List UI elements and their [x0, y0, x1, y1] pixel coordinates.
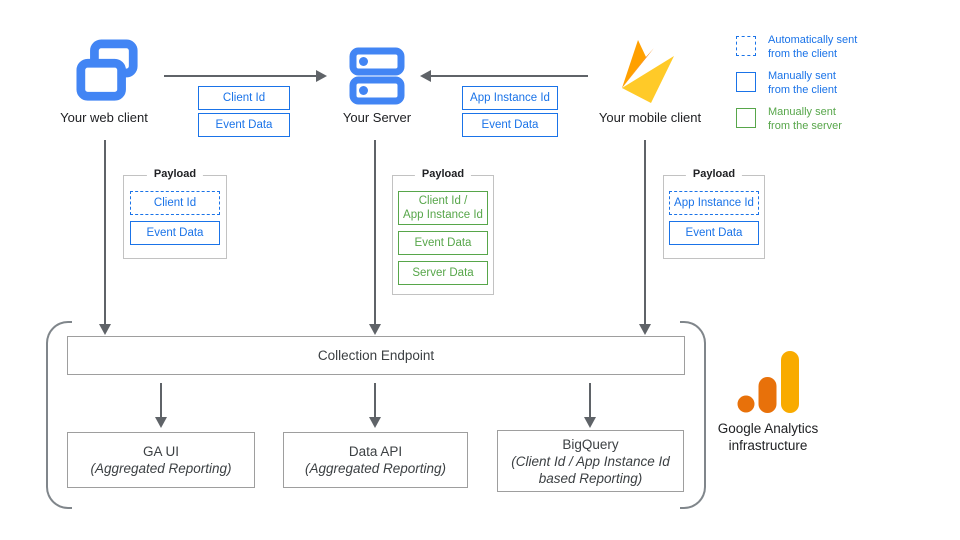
payload-chip-client-or-app-id: Client Id / App Instance Id — [398, 191, 488, 225]
payload-chip-client-id: Client Id — [130, 191, 220, 215]
payload-title-web: Payload — [146, 168, 204, 180]
payload-title-server: Payload — [414, 168, 472, 180]
bigquery-title: BigQuery — [562, 436, 619, 452]
payload-chip-server-data: Server Data — [398, 261, 488, 285]
legend-swatch-manual-server — [736, 108, 756, 128]
server-icon — [349, 47, 405, 105]
collection-endpoint-label: Collection Endpoint — [317, 348, 435, 363]
google-analytics-infrastructure-label: Google Analytics infrastructure — [717, 421, 819, 453]
data-api-title: Data API — [348, 444, 403, 459]
firebase-icon — [622, 40, 674, 103]
legend-swatch-auto-client — [736, 36, 756, 56]
legend-label-auto-client: Automatically sent from the client — [768, 34, 858, 60]
bigquery-subtitle: (Client Id / App Instance Id based Repor… — [511, 453, 670, 486]
ga-ui-title: GA UI — [142, 444, 179, 459]
data-api-box: Data API (Aggregated Reporting) — [283, 432, 468, 488]
data-api-subtitle: (Aggregated Reporting) — [304, 461, 447, 476]
flow-chip-event-data-2: Event Data — [462, 113, 558, 137]
payload-chip-event-data: Event Data — [130, 221, 220, 245]
mobile-client-label: Your mobile client — [598, 110, 702, 125]
flow-chip-event-data: Event Data — [198, 113, 290, 137]
payload-chip-app-instance-id: App Instance Id — [669, 191, 759, 215]
payload-chip-event-data-mobile: Event Data — [669, 221, 759, 245]
web-client-icon — [76, 39, 138, 101]
collection-endpoint-box: Collection Endpoint — [67, 336, 685, 375]
payload-group-server: Payload Client Id / App Instance Id Even… — [392, 168, 494, 295]
legend-swatch-manual-client — [736, 72, 756, 92]
google-analytics-icon — [737, 351, 799, 413]
ga-ui-box: GA UI (Aggregated Reporting) — [67, 432, 255, 488]
server-label: Your Server — [342, 110, 412, 125]
payload-chip-event-data-server: Event Data — [398, 231, 488, 255]
flow-chip-client-id: Client Id — [198, 86, 290, 110]
legend-label-manual-server: Manually sent from the server — [768, 106, 842, 132]
ga-ui-subtitle: (Aggregated Reporting) — [90, 461, 232, 476]
bigquery-box: BigQuery (Client Id / App Instance Id ba… — [497, 430, 684, 492]
legend-label-manual-client: Manually sent from the client — [768, 70, 838, 96]
flow-chip-app-instance-id: App Instance Id — [462, 86, 558, 110]
payload-title-mobile: Payload — [685, 168, 743, 180]
web-client-label: Your web client — [60, 110, 148, 125]
payload-group-web: Payload Client Id Event Data — [123, 168, 227, 259]
payload-group-mobile: Payload App Instance Id Event Data — [663, 168, 765, 259]
